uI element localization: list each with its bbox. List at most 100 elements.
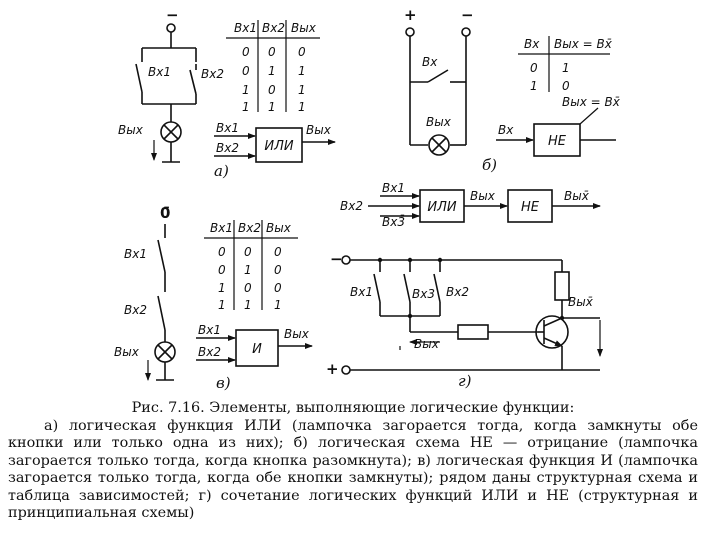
panel-a-circuit: − Вх1 Вх2 Вых xyxy=(118,6,224,163)
switch-icon xyxy=(373,273,381,303)
table-cell: 1 xyxy=(530,79,538,93)
table-cell: 1 xyxy=(298,100,306,114)
table-cell: 0 xyxy=(218,263,226,277)
table-cell: 1 xyxy=(562,61,570,75)
table-cell: 0 xyxy=(530,61,538,75)
table-cell: 0 xyxy=(298,45,306,59)
switch-label-in1: Вх1 xyxy=(350,285,373,299)
terminal-icon xyxy=(341,255,351,265)
block-output-label: Вых = Вх̄ xyxy=(562,95,621,109)
figure-caption: Рис. 7.16. Элементы, выполняющие логичес… xyxy=(8,400,698,523)
not-gate-label: НЕ xyxy=(548,134,567,149)
table-cell: 0 xyxy=(562,79,570,93)
resistor-icon xyxy=(554,271,570,301)
table-header: Вых xyxy=(291,21,317,35)
and-gate-label: И xyxy=(252,342,262,357)
sub-label: а) xyxy=(214,162,229,180)
table-cell: 1 xyxy=(218,298,226,312)
panel-g: Вх2 Вх1 Вх3̄ ИЛИ Вых НЕ Вых̄ − xyxy=(326,181,603,390)
switch-icon xyxy=(189,69,197,95)
minus-terminal-label: − xyxy=(166,6,179,24)
table-cell: 1 xyxy=(274,298,282,312)
table-header: Вых = Вх̄ xyxy=(554,37,613,51)
table-header: Вх2 xyxy=(238,221,261,235)
sub-label: б) xyxy=(482,156,497,174)
minus-terminal-label: − xyxy=(330,250,343,268)
panel-b-block: Вх НЕ Вых = Вх̄ xyxy=(496,95,621,157)
block-output-label: Вых̄ xyxy=(564,189,590,203)
panel-v-block: Вх1 Вх2 И Вых xyxy=(196,323,313,367)
caption-title: Рис. 7.16. Элементы, выполняющие логичес… xyxy=(131,400,575,416)
or-gate-block xyxy=(419,189,465,223)
table-cell: 1 xyxy=(298,64,306,78)
switch-icon xyxy=(433,273,441,303)
block-input-label: Вх3̄ xyxy=(382,215,405,229)
or-gate-block xyxy=(255,127,303,163)
switch-label-in3: Вх3 xyxy=(412,287,435,301)
table-cell: 0 xyxy=(242,45,250,59)
switch-label-in1: Вх1 xyxy=(148,65,171,79)
output-label: Вых̄ xyxy=(568,295,594,309)
table-cell: 1 xyxy=(218,281,226,295)
table-cell: 1 xyxy=(244,298,252,312)
terminal-icon xyxy=(166,23,176,33)
table-header: Вх xyxy=(524,37,540,51)
table-cell: 1 xyxy=(242,83,250,97)
minus-terminal-label: − xyxy=(461,6,474,24)
panel-a-block: Вх1 Вх2 ИЛИ Вых xyxy=(214,121,336,163)
plus-terminal-label: + xyxy=(326,360,339,378)
switch-icon xyxy=(135,63,143,93)
panel-a: − Вх1 Вх2 Вых Вх1 xyxy=(118,6,336,180)
switch-icon xyxy=(427,69,449,83)
panel-g-block-chain: Вх2 Вх1 Вх3̄ ИЛИ Вых НЕ Вых̄ xyxy=(340,181,601,229)
block-input-label: Вх2 xyxy=(198,345,221,359)
panel-v-circuit: 0̄ Вх1 Вх2 Вых xyxy=(114,204,176,381)
panel-g-circuit: − Вх1 Вх3 Вх2 Вых xyxy=(326,250,603,378)
table-cell: 0 xyxy=(244,281,252,295)
table-cell: 0 xyxy=(244,245,252,259)
or-gate-label: ИЛИ xyxy=(264,139,294,154)
table-cell: 0 xyxy=(268,45,276,59)
table-cell: 0 xyxy=(274,281,282,295)
table-cell: 1 xyxy=(268,100,276,114)
terminal-icon xyxy=(341,365,351,375)
zero-terminal-label: 0̄ xyxy=(160,204,170,222)
output-label: Вых xyxy=(426,115,452,129)
switch-label-in2: Вх2 xyxy=(446,285,469,299)
table-header: Вх2 xyxy=(262,21,285,35)
block-input-label: Вх1 xyxy=(382,181,405,195)
table-cell: 1 xyxy=(242,100,250,114)
panel-a-truth-table: Вх1 Вх2 Вых 0 0 0 0 1 1 1 0 1 1 1 1 xyxy=(226,20,320,114)
output-label: Вых xyxy=(118,123,144,137)
block-input-label: Вх2 xyxy=(216,141,239,155)
lamp-icon xyxy=(160,121,182,143)
block-input-label: Вх1 xyxy=(198,323,221,337)
not-gate-label: НЕ xyxy=(521,200,540,215)
table-cell: 1 xyxy=(298,83,306,97)
table-header: Вх1 xyxy=(234,21,257,35)
table-cell: 0 xyxy=(274,245,282,259)
table-cell: 0 xyxy=(218,245,226,259)
resistor-icon xyxy=(457,324,489,340)
table-header: Вх1 xyxy=(210,221,233,235)
figure-7-16: − Вх1 Вх2 Вых Вх1 xyxy=(114,6,621,392)
sub-label: г) xyxy=(458,372,472,390)
and-gate-block xyxy=(235,329,279,367)
table-cell: 1 xyxy=(268,64,276,78)
switch-label-in1: Вх1 xyxy=(124,247,147,261)
or-gate-label: ИЛИ xyxy=(427,200,457,215)
terminal-icon xyxy=(461,27,471,37)
block-input-label: Вх xyxy=(498,123,514,137)
panel-b-truth-table: Вх Вых = Вх̄ 0 1 1 0 xyxy=(518,36,613,93)
plus-terminal-label: + xyxy=(404,6,417,24)
switch-label: Вх xyxy=(422,55,438,69)
table-cell: 0 xyxy=(274,263,282,277)
switch-label-in2: Вх2 xyxy=(201,67,224,81)
table-cell: 0 xyxy=(268,83,276,97)
block-input-label: Вх1 xyxy=(216,121,239,135)
intermediate-label: Вых xyxy=(470,189,496,203)
block-output-label: Вых xyxy=(306,123,332,137)
table-cell: 0 xyxy=(242,64,250,78)
caption-body: а) логическая функция ИЛИ (лампочка заго… xyxy=(8,417,698,522)
switch-label-in2: Вх2 xyxy=(124,303,147,317)
